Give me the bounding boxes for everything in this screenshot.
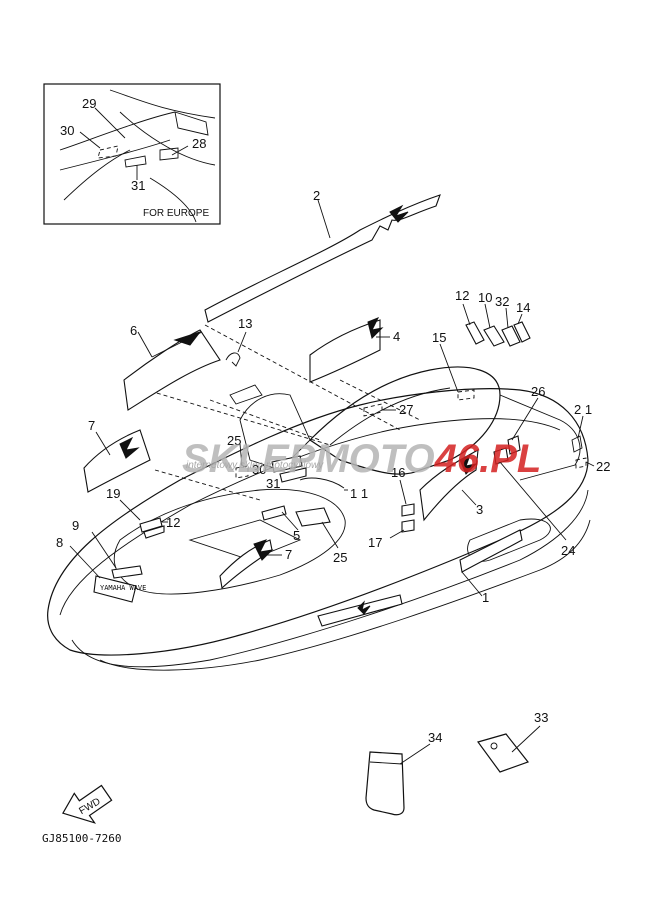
decal-9-text: YAMAHA WAVE <box>100 584 146 592</box>
callout-32: 32 <box>495 294 509 309</box>
assembly-lines <box>129 324 421 501</box>
parts-18-19: 16 17 <box>368 465 415 550</box>
callout-26: 27 <box>399 402 413 417</box>
callout-30: 30 <box>252 462 266 477</box>
callout-18: 16 <box>391 465 405 480</box>
callout-16: 14 <box>516 300 530 315</box>
callout-30-inset: 30 <box>60 123 74 138</box>
part-33: 33 <box>477 710 548 773</box>
callout-23: 24 <box>561 543 575 558</box>
rear-stickers: 26 24 2 1 22 <box>493 384 610 558</box>
callout-6: 6 <box>130 323 137 338</box>
callout-27: 26 <box>531 384 545 399</box>
callout-31-inset: 31 <box>131 178 145 193</box>
front-decals: YAMAHA WAVE 9 8 <box>56 518 146 603</box>
callout-17: 15 <box>432 330 446 345</box>
callout-13: 12 <box>166 515 180 530</box>
callout-2: 2 <box>313 188 320 203</box>
part-15: 13 <box>225 316 252 367</box>
callout-20: 19 <box>106 486 120 501</box>
decal-3: 3 <box>419 449 483 522</box>
callout-11: 9 <box>72 518 79 533</box>
callout-31: 31 <box>266 476 280 491</box>
callout-19: 17 <box>368 535 382 550</box>
callout-8: 7 <box>88 418 95 433</box>
callout-25: 25 <box>227 433 241 448</box>
callout-34: 34 <box>428 730 442 745</box>
front-parts: 19 12 5 25 7 <box>106 486 347 590</box>
callout-29: 29 <box>82 96 96 111</box>
diagram-code: GJ85100-7260 <box>42 832 121 845</box>
callout-4: 4 <box>393 329 400 344</box>
callout-22: 22 <box>596 459 610 474</box>
callout-9: 8 <box>56 535 63 550</box>
decal-6: 6 <box>123 323 221 411</box>
decal-8: 7 <box>83 418 151 493</box>
callout-24: 25 <box>333 550 347 565</box>
watermark: SKLEPMOTO46.PL internetowy sklep motocyk… <box>182 437 541 481</box>
callout-33: 33 <box>534 710 548 725</box>
callout-5: 5 <box>293 528 300 543</box>
part-26: 27 <box>363 402 413 417</box>
callout-7: 7 <box>285 547 292 562</box>
inset-seat-outline <box>109 89 216 119</box>
callout-10: 10 <box>478 290 492 305</box>
center-parts: 25 30 31 1 1 <box>227 433 368 501</box>
part-17: 15 <box>432 330 475 401</box>
watermark-tagline: internetowy sklep motocyklowy <box>186 460 324 471</box>
inset-caption: FOR EUROPE <box>143 208 209 219</box>
callout-28: 28 <box>192 136 206 151</box>
inset-for-europe: 29 30 28 31 FOR EUROPE <box>43 83 221 225</box>
watermark-brand-b: MOTO <box>315 437 434 481</box>
part-1: 1 <box>459 529 523 605</box>
callout-12: 1 1 <box>350 486 368 501</box>
stickers-top-right: 12 10 32 14 <box>455 288 531 347</box>
watermark-brand-a: SKLEP <box>182 437 316 481</box>
inset-handle <box>174 111 209 136</box>
inset-frame <box>43 83 221 225</box>
part-34: 34 <box>365 730 442 816</box>
watermark-brand: SKLEPMOTO46.PL <box>182 437 541 481</box>
watermark-brand-c: 46.PL <box>434 437 542 481</box>
callout-15: 13 <box>238 316 252 331</box>
callout-1: 1 <box>482 590 489 605</box>
callout-14: 12 <box>455 288 469 303</box>
callout-3: 3 <box>476 502 483 517</box>
decal-4: 4 <box>309 317 400 383</box>
callout-21: 2 1 <box>574 402 592 417</box>
decal-2: 2 <box>204 188 441 323</box>
forward-arrow-icon: FWD <box>62 784 113 824</box>
